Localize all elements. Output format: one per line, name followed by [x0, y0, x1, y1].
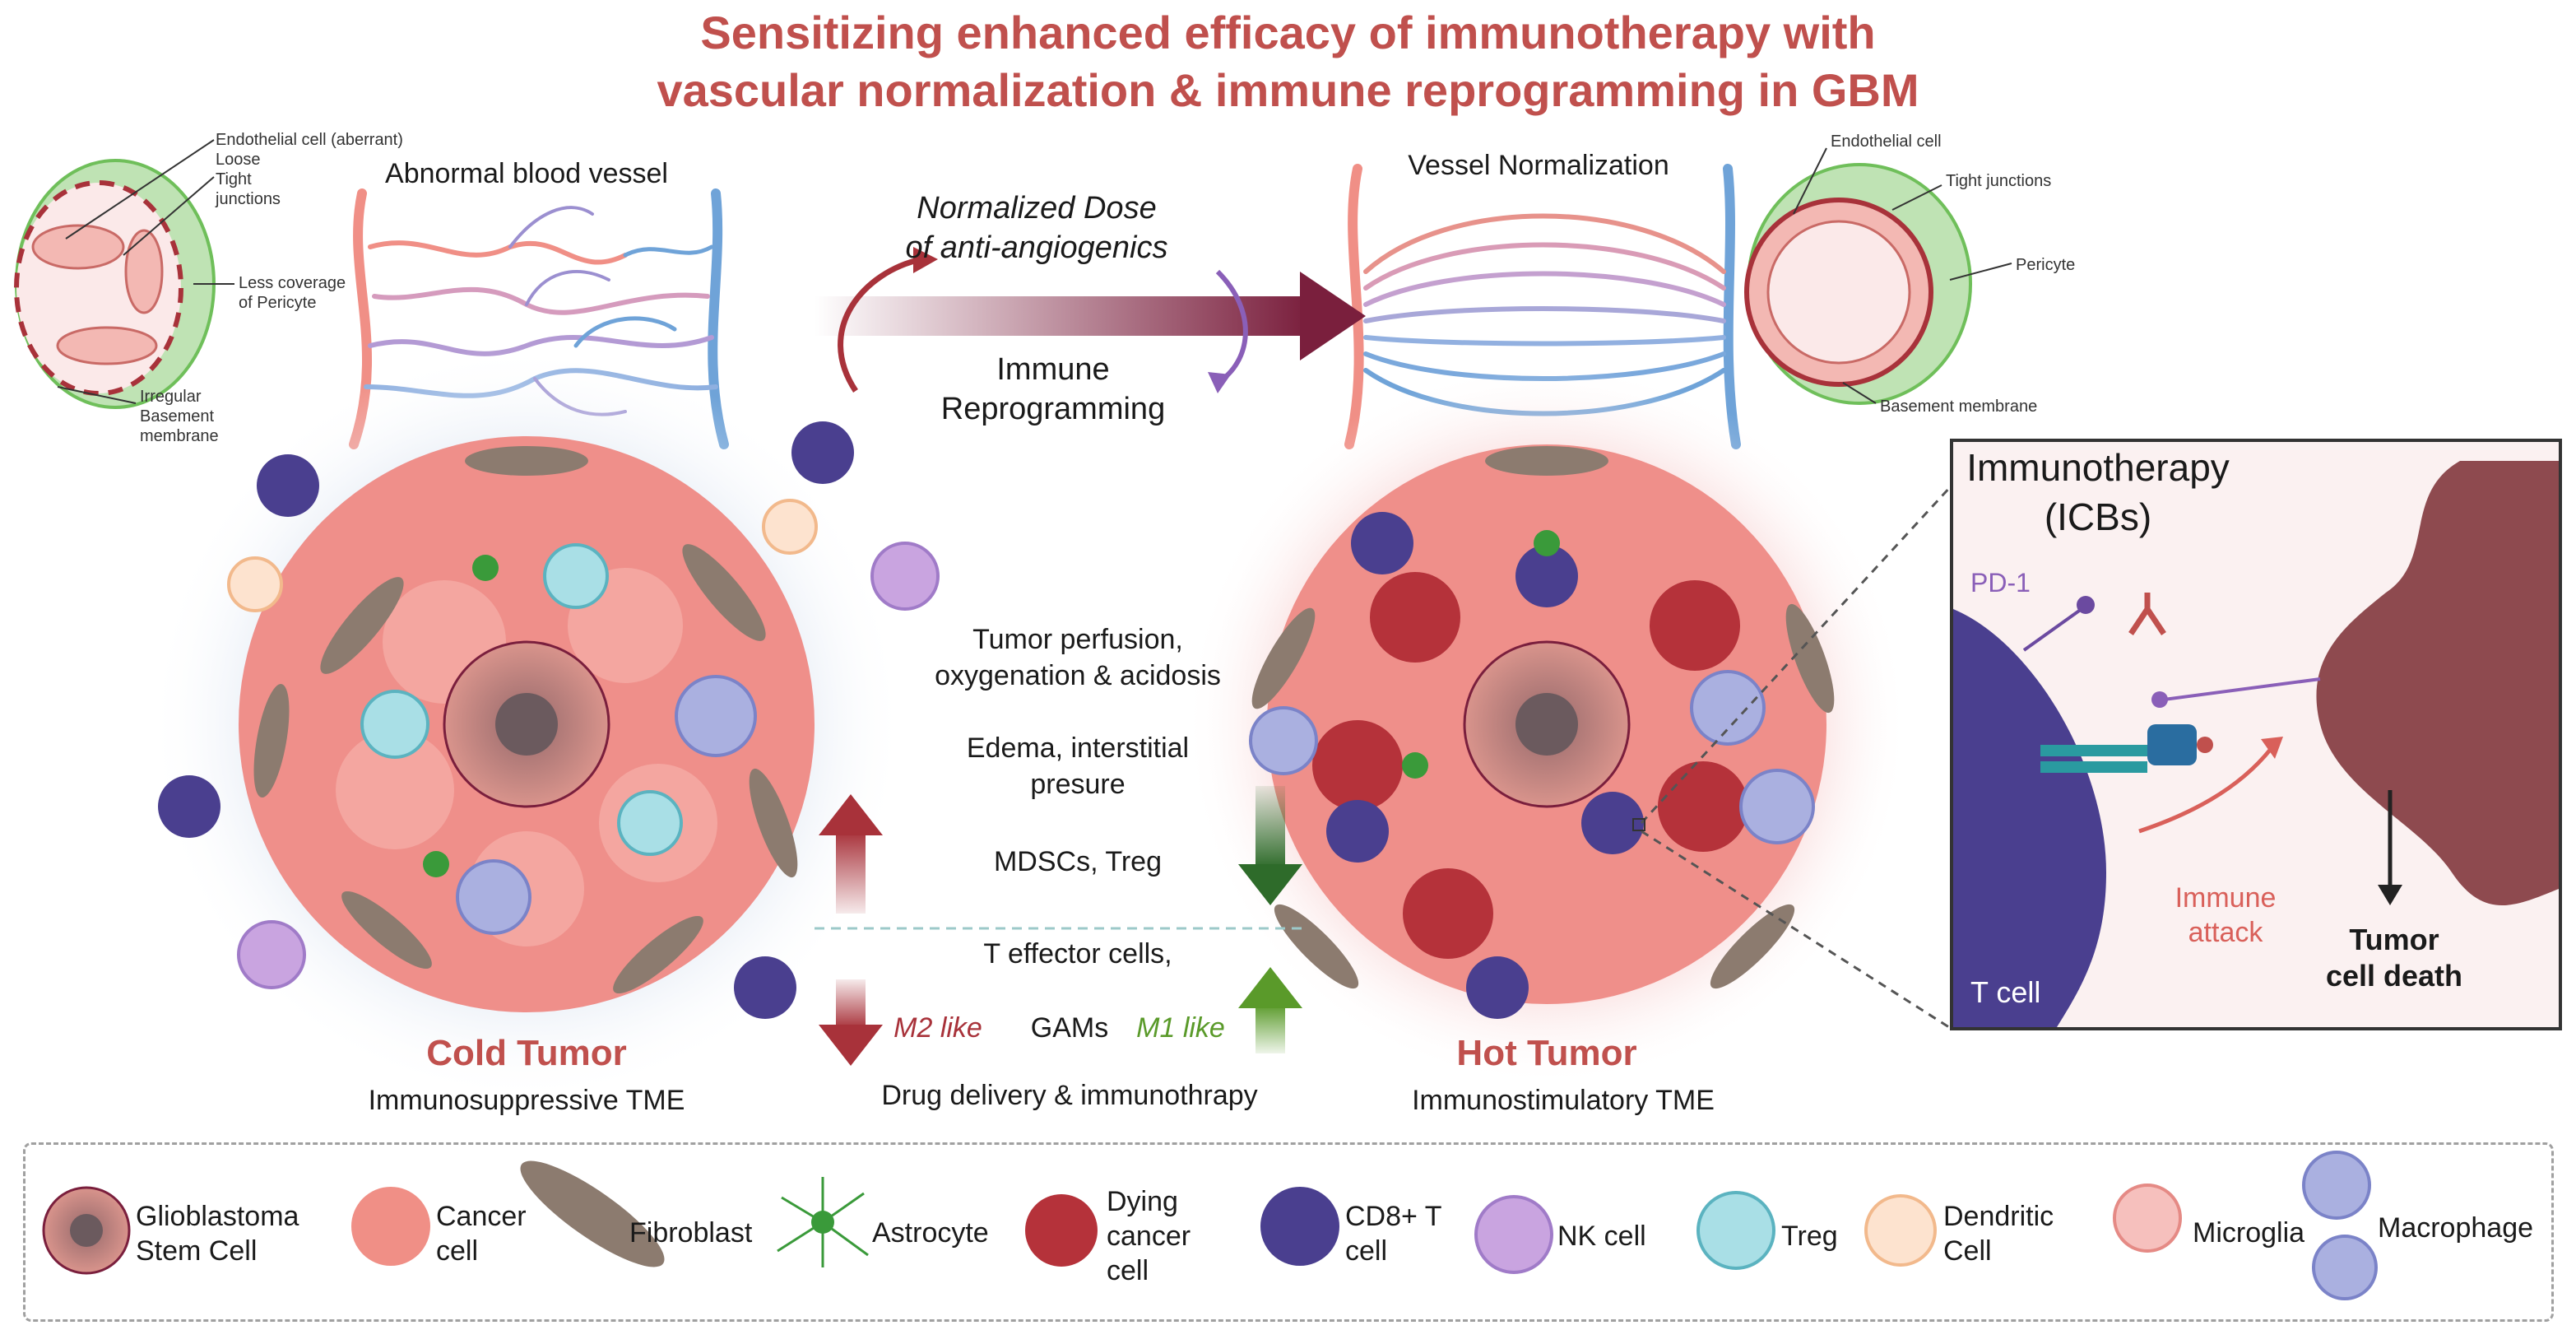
- legend-dendritic-line-1: Dendritic: [1943, 1201, 2054, 1232]
- label-basement-membrane: Basement membrane: [1880, 398, 2038, 416]
- edema-line-1: Edema, interstitial: [966, 732, 1190, 764]
- mdsc-treg: MDSCs, Treg: [993, 846, 1163, 877]
- tumor-death-line-2: cell death: [2325, 959, 2463, 993]
- cold-tumor-illustration: [148, 346, 940, 1103]
- legend-fibroblast: Fibroblast: [629, 1217, 753, 1249]
- legend-gsc-line-2: Stem Cell: [136, 1235, 258, 1267]
- legend-cd8-line-1: CD8+ T: [1345, 1201, 1442, 1232]
- figure-title-line-2: vascular normalization & immune reprogra…: [657, 64, 1919, 116]
- normal-vessel-cross-section: [1744, 163, 1972, 405]
- cold-tumor-label: Cold Tumor: [426, 1033, 627, 1073]
- t-effector-cells: T effector cells,: [983, 938, 1172, 970]
- inset-heading-1: Immunotherapy: [1966, 446, 2230, 489]
- legend-treg: Treg: [1781, 1221, 1838, 1252]
- label-endothelial-cell: Endothelial cell: [1831, 133, 1942, 151]
- abnormal-vessel-heading: Abnormal blood vessel: [385, 158, 668, 189]
- immunotherapy-inset: [1950, 439, 2562, 1030]
- label-irregular: Irregular: [140, 388, 202, 406]
- hot-tumor-desc: Immunostimulatory TME: [1412, 1085, 1715, 1116]
- legend-gsc-line-1: Glioblastoma: [136, 1201, 299, 1232]
- perfusion-line-1: Tumor perfusion,: [972, 624, 1183, 655]
- regulation-arrows: [815, 786, 1308, 1066]
- cold-tumor-desc: Immunosuppressive TME: [368, 1085, 685, 1116]
- legend-cancer-line-2: cell: [436, 1235, 479, 1267]
- immune-reprogramming-line-1: Immune: [996, 352, 1110, 387]
- label-tight: Tight: [216, 170, 252, 188]
- immune-attack-line-2: attack: [2188, 917, 2263, 948]
- legend-macrophage: Macrophage: [2378, 1212, 2534, 1244]
- pd1-label: PD-1: [1970, 568, 2031, 598]
- legend-icons: [42, 1151, 2378, 1300]
- legend-cd8-line-2: cell: [1345, 1235, 1388, 1267]
- abnormal-vessel-cross-section: [14, 159, 216, 409]
- legend-cancer-line-1: Cancer: [436, 1201, 527, 1232]
- label-of-pericyte: of Pericyte: [239, 294, 317, 312]
- label-membrane: membrane: [140, 427, 219, 445]
- legend-dying-line-1: Dying: [1107, 1186, 1178, 1217]
- left-vessel-leader-lines: [57, 139, 234, 404]
- label-basement: Basement: [140, 407, 215, 426]
- legend-microglia: Microglia: [2193, 1217, 2305, 1249]
- label-pericyte: Pericyte: [2016, 256, 2076, 274]
- label-less-coverage: Less coverage: [239, 274, 346, 292]
- t-cell-label: T cell: [1970, 975, 2041, 1009]
- perfusion-line-2: oxygenation & acidosis: [935, 660, 1221, 691]
- legend-dendritic-line-2: Cell: [1943, 1235, 1992, 1267]
- legend-dying-line-2: cancer: [1107, 1221, 1191, 1252]
- figure-title-line-1: Sensitizing enhanced efficacy of immunot…: [700, 7, 1876, 58]
- m2-like: M2 like: [893, 1012, 982, 1044]
- legend-nk: NK cell: [1557, 1221, 1646, 1252]
- drug-delivery: Drug delivery & immunothrapy: [881, 1080, 1258, 1111]
- normalization-arrow: [815, 247, 1366, 393]
- dose-line-1: Normalized Dose: [917, 191, 1157, 226]
- m1-like: M1 like: [1136, 1012, 1225, 1044]
- dose-line-2: of anti-angiogenics: [905, 230, 1168, 265]
- inset-heading-2: (ICBs): [2044, 495, 2152, 538]
- label-junctions: junctions: [216, 190, 281, 208]
- hot-tumor-illustration: [1185, 362, 1909, 1086]
- immune-attack-line-1: Immune: [2175, 882, 2277, 914]
- label-tight-junctions: Tight junctions: [1946, 172, 2052, 190]
- legend-astrocyte: Astrocyte: [872, 1217, 989, 1249]
- gams: GAMs: [1030, 1012, 1109, 1044]
- vessel-normalization-heading: Vessel Normalization: [1408, 150, 1669, 181]
- zoom-lines: [1640, 484, 1953, 1030]
- hot-tumor-label: Hot Tumor: [1456, 1033, 1637, 1073]
- label-loose: Loose: [216, 151, 261, 169]
- edema-line-2: presure: [1030, 769, 1126, 800]
- legend-box: [23, 1142, 2554, 1322]
- label-endothelial-aberrant: Endothelial cell (aberrant): [216, 131, 403, 149]
- legend-dying-line-3: cell: [1107, 1255, 1149, 1286]
- tumor-death-line-1: Tumor: [2349, 923, 2439, 956]
- right-vessel-leader-lines: [1793, 147, 2012, 404]
- immune-reprogramming-line-2: Reprogramming: [940, 392, 1166, 426]
